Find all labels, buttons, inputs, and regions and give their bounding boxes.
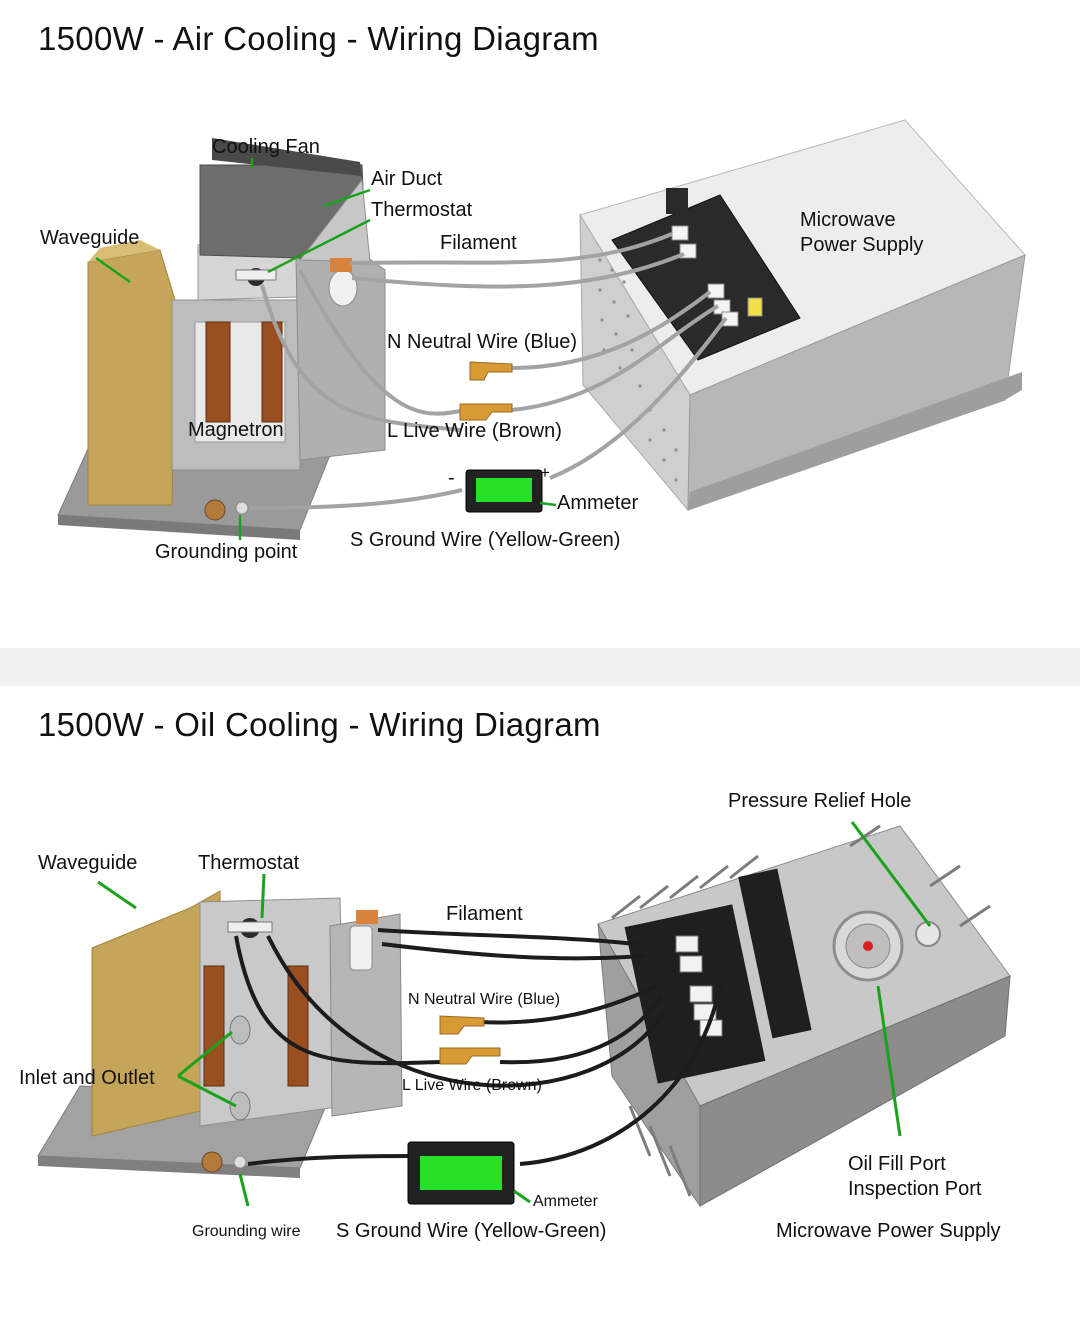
oil-leader-lines bbox=[97, 821, 932, 1207]
oil-ammeter-label: Ammeter bbox=[533, 1193, 598, 1210]
air-cooling-title: 1500W - Air Cooling - Wiring Diagram bbox=[38, 20, 599, 57]
air-ammeter-device bbox=[465, 469, 543, 513]
oil-ammeter-device bbox=[407, 1141, 515, 1205]
oil-thermostat-label: Thermostat bbox=[198, 852, 300, 874]
ammeter-minus-label: - bbox=[448, 467, 455, 489]
inlet-outlet-label: Inlet and Outlet bbox=[19, 1067, 155, 1089]
air-ground-wire-label: S Ground Wire (Yellow-Green) bbox=[350, 529, 621, 551]
air-duct-label: Air Duct bbox=[371, 168, 443, 190]
air-cooling-panel: 1500W - Air Cooling - Wiring Diagram bbox=[0, 0, 1080, 648]
pressure-relief-hole-label: Pressure Relief Hole bbox=[728, 790, 912, 812]
air-waveguide-label: Waveguide bbox=[40, 227, 140, 249]
oil-neutral-wire-label: N Neutral Wire (Blue) bbox=[408, 991, 561, 1008]
oil-cooling-diagram bbox=[37, 821, 1011, 1208]
air-power-supply-unit bbox=[579, 119, 1026, 512]
grounding-point-label: Grounding point bbox=[155, 541, 298, 563]
air-leader-lines bbox=[95, 158, 557, 540]
oil-waveguide-label: Waveguide bbox=[38, 852, 138, 874]
oil-live-wire-label: L Live Wire (Brown) bbox=[402, 1077, 542, 1094]
oil-fill-port-label: Oil Fill Port bbox=[848, 1153, 946, 1175]
oil-ground-wire-label: S Ground Wire (Yellow-Green) bbox=[336, 1220, 607, 1242]
section-divider bbox=[0, 648, 1080, 686]
air-live-wire-label: L Live Wire (Brown) bbox=[387, 420, 562, 442]
air-filament-label: Filament bbox=[440, 232, 517, 254]
air-magnetron-assembly bbox=[57, 138, 386, 540]
cooling-fan-label: Cooling Fan bbox=[212, 136, 320, 158]
air-wires bbox=[249, 232, 728, 510]
oil-cooling-title: 1500W - Oil Cooling - Wiring Diagram bbox=[38, 706, 601, 743]
magnetron-label: Magnetron bbox=[188, 419, 284, 441]
air-power-supply-label-1: Microwave bbox=[800, 209, 896, 231]
air-thermostat-label: Thermostat bbox=[371, 199, 473, 221]
oil-cooling-panel: 1500W - Oil Cooling - Wiring Diagram bbox=[0, 686, 1080, 1335]
air-neutral-wire-label: N Neutral Wire (Blue) bbox=[387, 331, 578, 353]
grounding-wire-label: Grounding wire bbox=[192, 1223, 301, 1240]
inspection-port-label: Inspection Port bbox=[848, 1178, 982, 1200]
oil-power-supply-label: Microwave Power Supply bbox=[776, 1220, 1001, 1242]
oil-wires bbox=[234, 928, 722, 1166]
oil-fork-terminals bbox=[439, 1015, 501, 1065]
ammeter-plus-label: + bbox=[540, 463, 550, 482]
air-fork-terminals bbox=[459, 361, 513, 421]
oil-magnetron-assembly bbox=[37, 890, 403, 1178]
air-ammeter-label: Ammeter bbox=[557, 492, 639, 514]
air-cooling-diagram bbox=[57, 119, 1026, 540]
oil-filament-label: Filament bbox=[446, 903, 523, 925]
air-power-supply-label-2: Power Supply bbox=[800, 234, 924, 256]
